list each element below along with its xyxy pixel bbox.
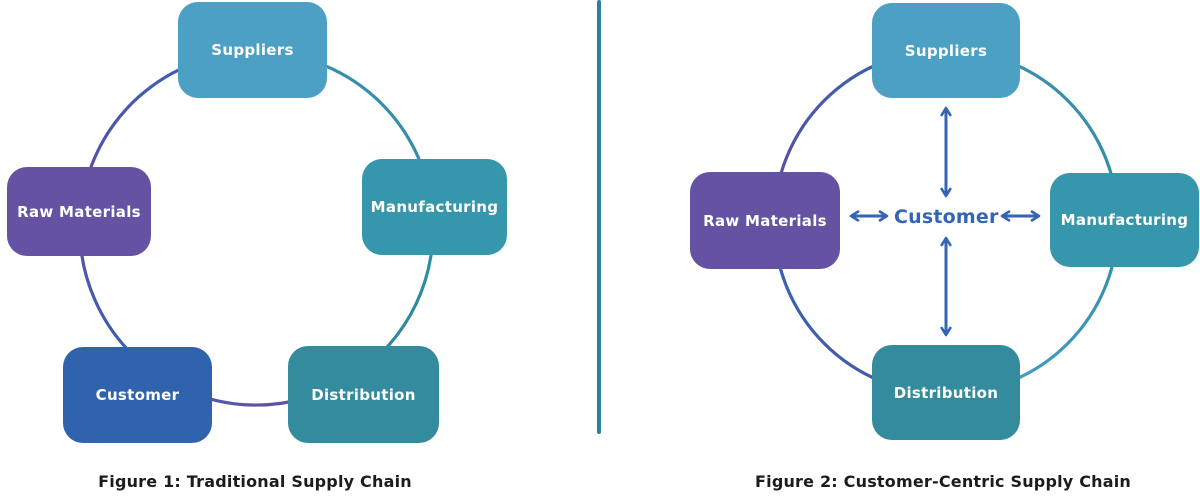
node-manufacturing-fig2: Manufacturing xyxy=(1050,173,1199,267)
node-suppliers-fig1: Suppliers xyxy=(178,2,327,98)
node-label: Distribution xyxy=(311,385,416,404)
node-distribution-fig1: Distribution xyxy=(288,346,439,443)
node-raw-materials-fig1: Raw Materials xyxy=(7,167,151,256)
center-customer-label: Customer xyxy=(894,206,999,228)
node-customer-fig1: Customer xyxy=(63,347,212,443)
node-label: Manufacturing xyxy=(370,198,499,216)
node-label: Suppliers xyxy=(904,41,988,60)
node-label: Distribution xyxy=(893,383,999,402)
node-label: Raw Materials xyxy=(703,211,827,230)
node-suppliers-fig2: Suppliers xyxy=(872,3,1020,98)
node-label: Suppliers xyxy=(211,41,294,59)
node-label: Customer xyxy=(95,386,180,404)
node-label: Raw Materials xyxy=(17,202,141,221)
figure1-caption: Figure 1: Traditional Supply Chain xyxy=(98,472,412,491)
node-distribution-fig2: Distribution xyxy=(872,345,1020,440)
figure2-caption: Figure 2: Customer-Centric Supply Chain xyxy=(755,472,1131,491)
node-manufacturing-fig1: Manufacturing xyxy=(362,159,507,255)
panel-divider xyxy=(597,0,601,434)
node-raw-materials-fig2: Raw Materials xyxy=(690,172,840,269)
node-label: Manufacturing xyxy=(1060,211,1189,229)
